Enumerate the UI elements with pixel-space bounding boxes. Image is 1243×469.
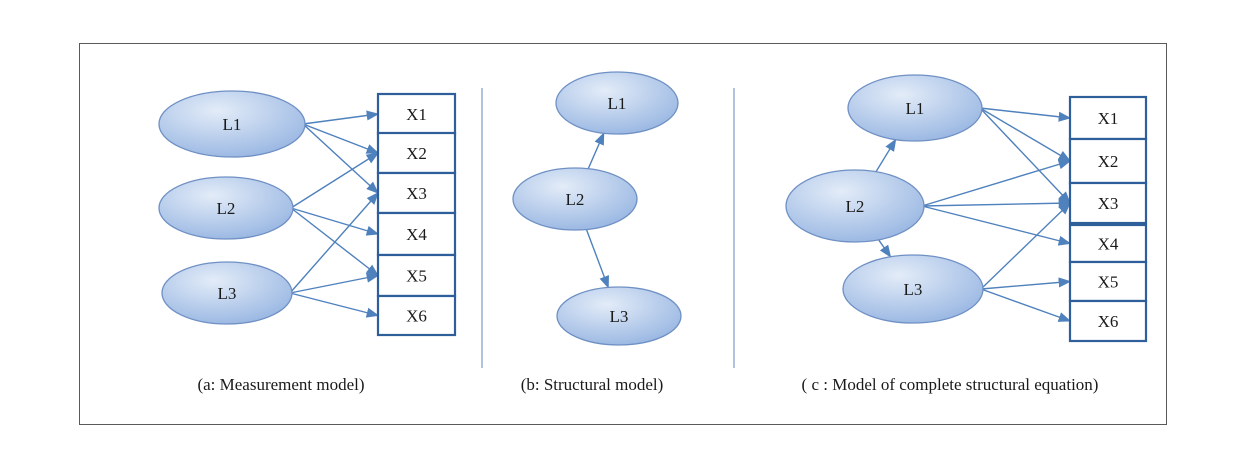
indicator-box-a-x2: X2 <box>376 131 457 175</box>
latent-ellipse <box>556 286 682 346</box>
edge-c-l3-x3 <box>980 202 1071 290</box>
indicator-rect <box>1068 95 1148 141</box>
indicator-box-c-x3: X3 <box>1068 181 1148 225</box>
edge-c-l2-l3 <box>878 239 892 258</box>
edge-a-l1-x3 <box>302 123 379 194</box>
caption-measurement-model: (a: Measurement model) <box>197 375 364 394</box>
edge-a-l3-x3 <box>289 192 379 294</box>
indicator-box-c-x2: X2 <box>1068 137 1148 185</box>
latent-ellipse <box>555 71 679 135</box>
edge-c-l1-x2 <box>979 107 1072 162</box>
latent-label: L3 <box>218 284 237 303</box>
indicator-label: X2 <box>406 144 427 163</box>
indicator-label: X2 <box>1098 152 1119 171</box>
latent-node-a-l3: L3 <box>161 261 293 325</box>
latent-label: L2 <box>846 197 865 216</box>
indicator-rect <box>376 211 457 257</box>
latent-ellipse <box>842 254 984 324</box>
indicator-box-c-x1: X1 <box>1068 95 1148 141</box>
indicator-box-a-x3: X3 <box>376 171 457 215</box>
indicator-box-c-x6: X6 <box>1068 299 1148 343</box>
edge-a-l1-x2 <box>302 123 380 154</box>
indicator-label: X3 <box>1098 194 1119 213</box>
indicator-label: X1 <box>1098 109 1119 128</box>
indicator-rect <box>376 171 457 215</box>
indicator-label: X3 <box>406 184 427 203</box>
edge-c-l2-l1 <box>875 138 897 173</box>
edge-a-l3-x5 <box>289 272 380 294</box>
indicator-box-a-x4: X4 <box>376 211 457 257</box>
indicator-box-c-x5: X5 <box>1068 260 1148 303</box>
edge-c-l2-x3 <box>921 198 1072 209</box>
latent-node-b-l2: L2 <box>512 167 638 231</box>
latent-node-a-l1: L1 <box>158 90 306 158</box>
indicator-label: X5 <box>406 267 427 286</box>
edge-b-l2-l1 <box>587 132 605 169</box>
indicator-label: X1 <box>406 105 427 124</box>
edge-b-l2-l3 <box>585 229 609 289</box>
latent-node-b-l3: L3 <box>556 286 682 346</box>
edge-c-l1-x1 <box>979 107 1072 122</box>
indicator-label: X4 <box>1098 235 1119 254</box>
latent-node-c-l1: L1 <box>847 74 983 142</box>
edge-a-l3-x6 <box>289 292 380 318</box>
indicator-rect <box>376 92 457 136</box>
edge-c-l2-x2 <box>921 159 1072 207</box>
indicator-label: X6 <box>406 307 427 326</box>
indicator-rect <box>1068 223 1148 264</box>
latent-label: L3 <box>610 307 629 326</box>
latent-ellipse <box>512 167 638 231</box>
latent-node-c-l3: L3 <box>842 254 984 324</box>
latent-ellipse <box>161 261 293 325</box>
latent-node-a-l2: L2 <box>158 176 294 240</box>
latent-label: L3 <box>904 280 923 299</box>
edge-c-l1-x3 <box>979 107 1071 204</box>
edge-a-l2-x2 <box>290 152 380 209</box>
latent-ellipse <box>785 169 925 243</box>
indicator-box-a-x6: X6 <box>376 294 457 337</box>
indicator-label: X4 <box>406 225 427 244</box>
caption-complete-model: ( c : Model of complete structural equat… <box>802 375 1099 394</box>
edge-a-l2-x4 <box>290 207 380 236</box>
latent-node-b-l1: L1 <box>555 71 679 135</box>
edge-c-l3-x6 <box>980 288 1072 322</box>
caption-structural-model: (b: Structural model) <box>521 375 664 394</box>
latent-ellipse <box>158 90 306 158</box>
edge-a-l1-x1 <box>302 110 380 125</box>
latent-label: L1 <box>906 99 925 118</box>
latent-label: L1 <box>608 94 627 113</box>
latent-label: L2 <box>566 190 585 209</box>
edges-layer <box>289 107 1072 322</box>
edge-c-l2-x4 <box>921 205 1072 246</box>
latent-label: L2 <box>217 199 236 218</box>
indicator-box-a-x5: X5 <box>376 253 457 298</box>
indicator-rect <box>1068 299 1148 343</box>
indicator-label: X5 <box>1098 273 1119 292</box>
indicator-box-a-x1: X1 <box>376 92 457 136</box>
indicator-rect <box>376 253 457 298</box>
indicator-label: X6 <box>1098 312 1119 331</box>
latent-label: L1 <box>223 115 242 134</box>
latent-ellipse <box>158 176 294 240</box>
indicator-box-c-x4: X4 <box>1068 223 1148 264</box>
indicator-rect <box>376 294 457 337</box>
latent-ellipse <box>847 74 983 142</box>
indicator-rect <box>1068 181 1148 225</box>
edge-c-l3-x5 <box>980 277 1072 290</box>
latent-node-c-l2: L2 <box>785 169 925 243</box>
